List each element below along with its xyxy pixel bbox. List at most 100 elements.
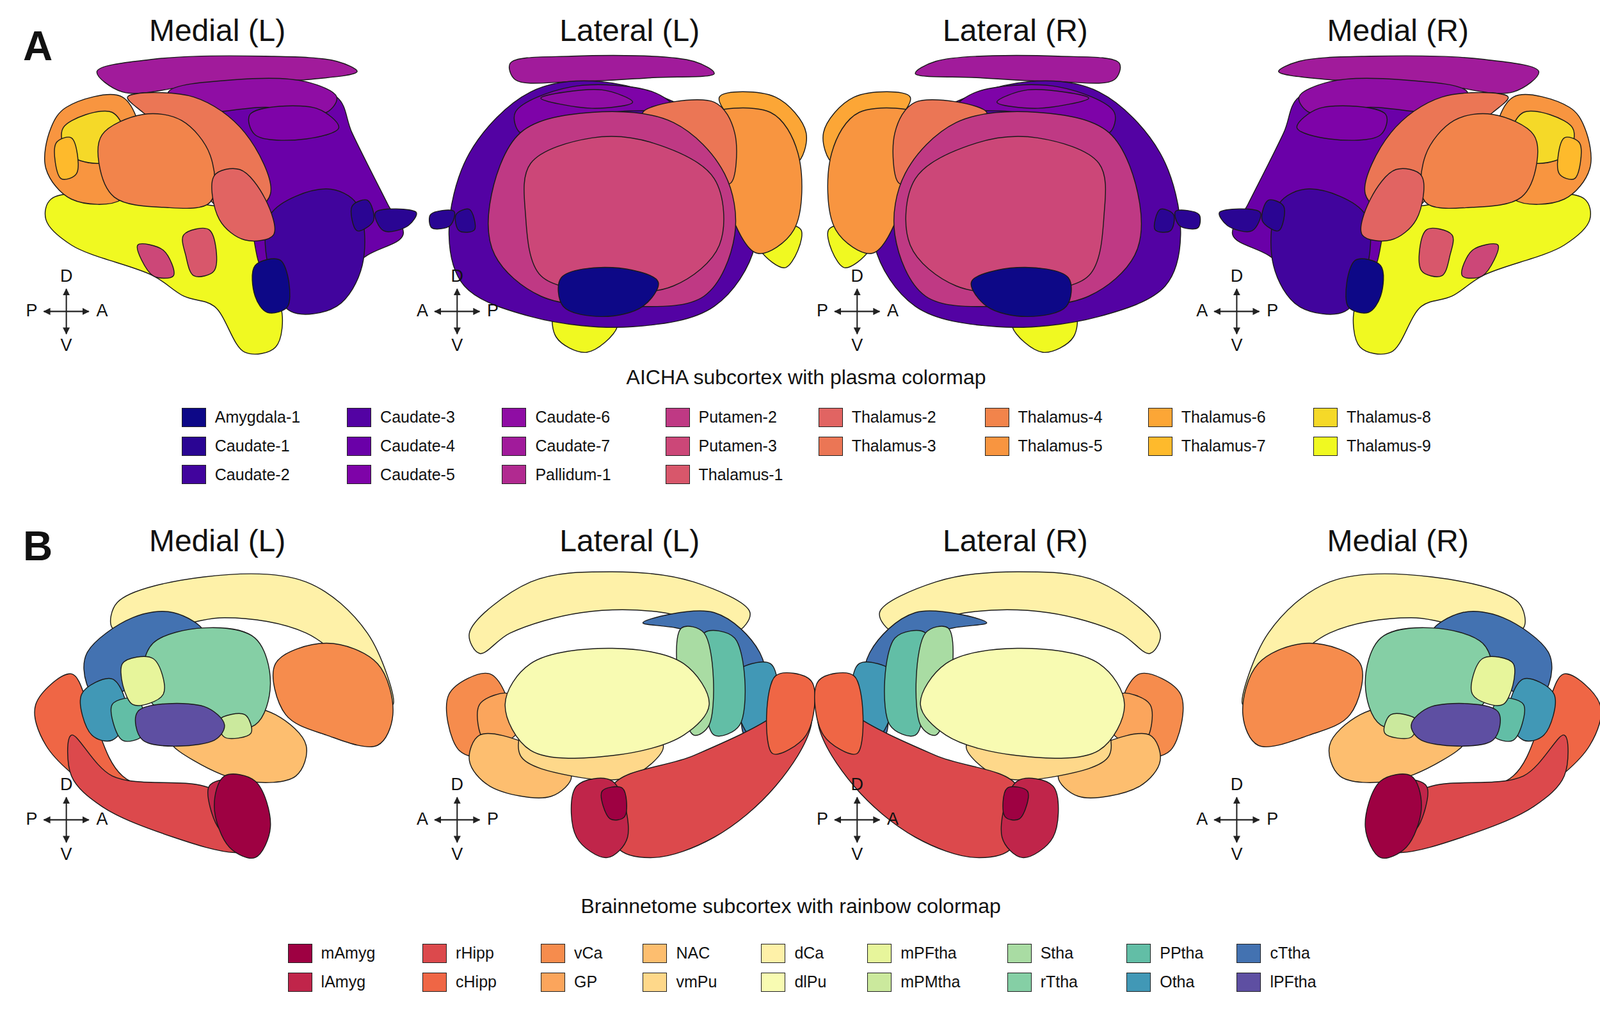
brain-region: [766, 672, 816, 754]
axis-label: D: [1230, 775, 1244, 795]
legend-entry: GP: [540, 972, 598, 992]
legend-swatch: [346, 436, 372, 456]
brain-region: [970, 267, 1072, 317]
axis-label: A: [96, 809, 108, 829]
direction-arrow: [856, 796, 858, 842]
view-title: Medial (R): [1327, 13, 1469, 48]
brain-region: [1261, 199, 1285, 232]
legend-entry: Caudate-2: [181, 464, 290, 484]
brain-region: [1345, 258, 1384, 313]
brain-region: [135, 703, 225, 747]
legend-entry: mPFtha: [867, 943, 957, 963]
legend-swatch: [665, 436, 690, 456]
legend-entry: rTtha: [1007, 972, 1078, 992]
legend-entry: Caudate-4: [346, 436, 456, 456]
axis-label: D: [451, 775, 464, 795]
legend-swatch: [181, 436, 207, 456]
brain-region: [997, 89, 1090, 109]
brain-region: [558, 267, 659, 317]
brain-region: [540, 89, 633, 109]
legend-text: dCa: [794, 944, 824, 962]
legend-swatch: [181, 407, 207, 427]
legend-text: Caudate-1: [215, 437, 290, 456]
brain-region: [814, 672, 864, 754]
legend-swatch: [422, 972, 447, 992]
axis-label: V: [60, 844, 73, 864]
brain-region: [137, 243, 175, 279]
legend-swatch: [501, 407, 527, 427]
legend-text: Caudate-4: [380, 437, 456, 456]
direction-arrow: [456, 796, 458, 842]
direction-arrow: [456, 288, 458, 334]
legend-entry: dCa: [760, 943, 824, 963]
axis-label: P: [487, 301, 499, 321]
legend-swatch: [1007, 972, 1032, 992]
legend-text: Thalamus-6: [1181, 408, 1266, 427]
legend-text: Thalamus-9: [1346, 437, 1432, 456]
legend-entry: dlPu: [760, 972, 827, 992]
brain-region: [1420, 113, 1538, 208]
legend-entry: vmPu: [642, 972, 717, 992]
axis-label: D: [1230, 266, 1244, 287]
brain-region: [1219, 208, 1261, 232]
legend-swatch: [540, 943, 566, 963]
axis-label: A: [1196, 301, 1208, 321]
legend-text: vCa: [574, 944, 603, 962]
axis-label: P: [1266, 301, 1279, 321]
legend-entry: vCa: [540, 943, 603, 963]
legend-text: Putamen-2: [698, 408, 777, 427]
legend-swatch: [422, 943, 447, 963]
brain-region: [429, 209, 456, 230]
legend-text: Thalamus-2: [851, 408, 937, 427]
view-title: Lateral (L): [559, 524, 700, 559]
axis-label: D: [60, 775, 73, 795]
legend-entry: Thalamus-3: [818, 436, 937, 456]
legend-text: Caudate-3: [380, 408, 456, 427]
legend-text: mPFtha: [900, 944, 957, 962]
legend-entry: Thalamus-8: [1313, 407, 1432, 427]
legend-entry: cTtha: [1236, 943, 1311, 963]
view-title: Lateral (R): [942, 524, 1088, 559]
view-title: Medial (R): [1327, 524, 1469, 559]
legend-swatch: [288, 943, 313, 963]
legend-entry: lPFtha: [1236, 972, 1316, 992]
legend-text: dlPu: [794, 972, 827, 991]
legend-entry: NAC: [642, 943, 710, 963]
legend-swatch: [1236, 972, 1261, 992]
legend-text: Thalamus-5: [1018, 437, 1103, 456]
axis-label: V: [1230, 336, 1243, 356]
view-title: Medial (L): [149, 524, 286, 559]
brain-region: [1360, 168, 1424, 241]
legend-swatch: [346, 407, 372, 427]
legend-entry: Caudate-7: [501, 436, 610, 456]
axis-label: V: [60, 336, 73, 356]
legend-text: Thalamus-4: [1018, 408, 1103, 427]
brain-region: [1365, 773, 1422, 858]
brain-region: [1000, 777, 1058, 857]
legend-text: Stha: [1040, 944, 1074, 962]
axis-label: V: [451, 844, 463, 864]
legend-entry: Pallidum-1: [501, 464, 611, 484]
legend-text: cHipp: [455, 972, 497, 991]
axis-label: A: [416, 301, 429, 321]
brain-region: [214, 773, 271, 858]
legend-text: Caudate-2: [215, 465, 290, 484]
legend-text: lAmyg: [321, 972, 366, 991]
brain-region: [182, 227, 217, 277]
legend-text: Pallidum-1: [535, 465, 611, 484]
view-title: Lateral (L): [559, 13, 700, 48]
legend-swatch: [1148, 407, 1173, 427]
legend-swatch: [346, 464, 372, 484]
brain-region: [120, 656, 165, 706]
axis-label: D: [60, 266, 73, 287]
view-title: Medial (L): [149, 13, 286, 48]
axis-label: P: [816, 301, 829, 321]
legend-swatch: [984, 436, 1010, 456]
brain-region: [1175, 209, 1201, 230]
legend-text: mAmyg: [321, 944, 376, 962]
legend-text: Otha: [1159, 972, 1195, 991]
legend-entry: cHipp: [422, 972, 497, 992]
legend-text: Thalamus-3: [851, 437, 937, 456]
direction-arrow: [1235, 288, 1238, 334]
legend-text: Caudate-6: [535, 408, 610, 427]
